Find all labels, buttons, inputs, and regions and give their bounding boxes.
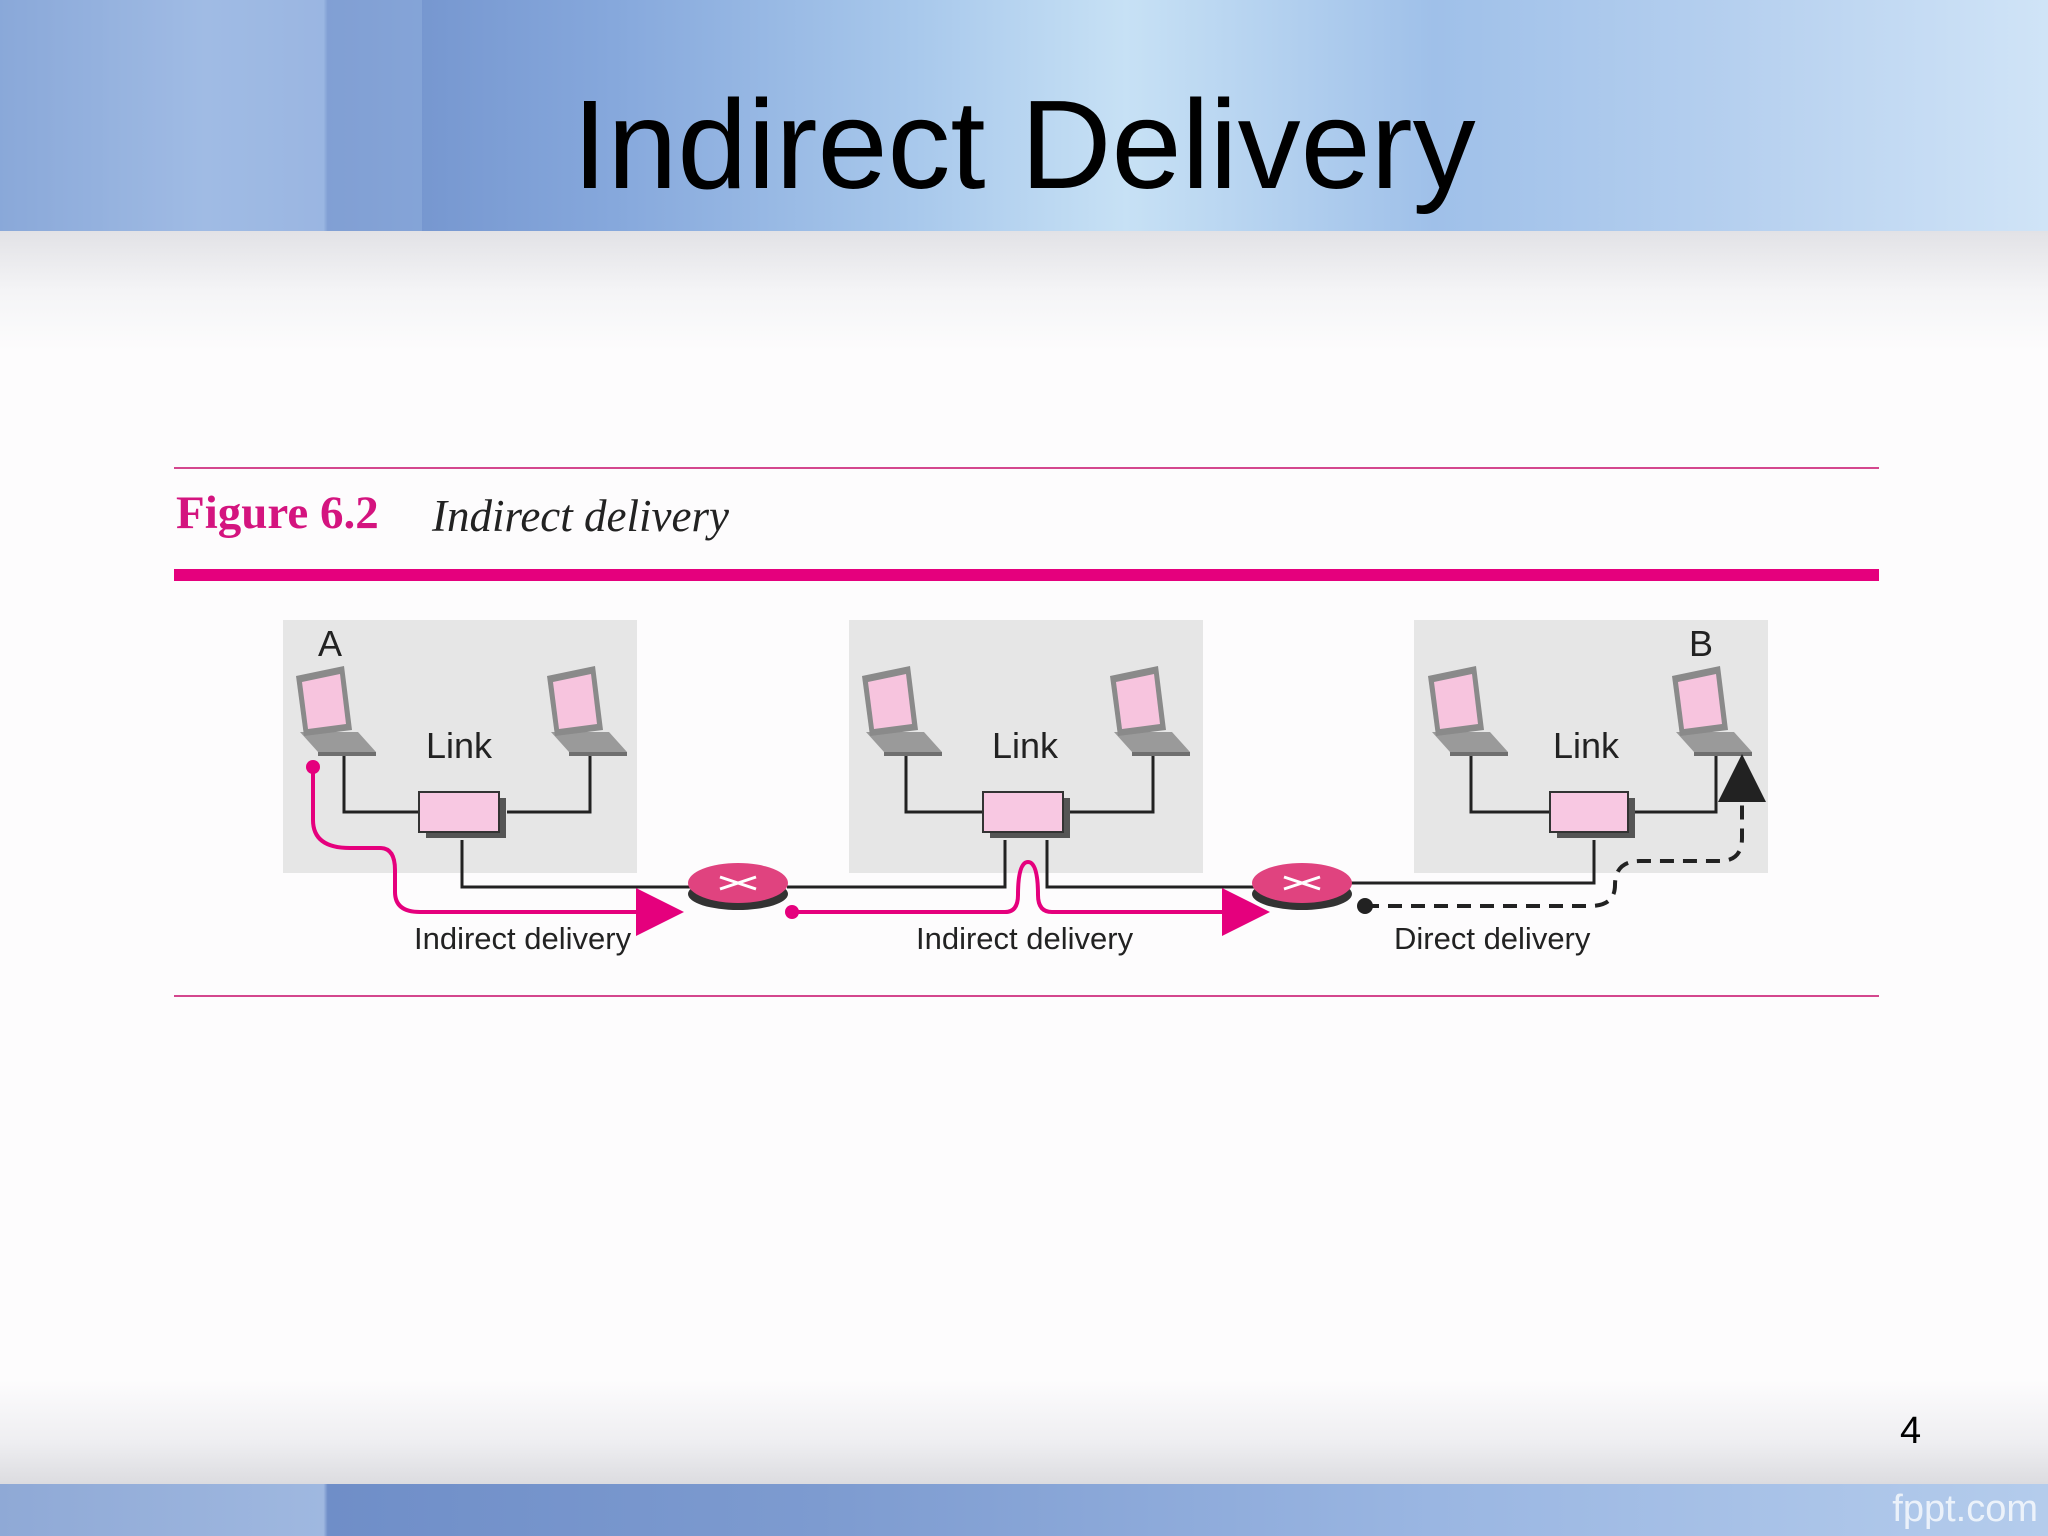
host-a-label: A — [318, 623, 342, 664]
indirect-path-2 — [785, 859, 1270, 936]
slide-title: Indirect Delivery — [572, 74, 1476, 215]
top-banner — [0, 0, 2048, 231]
direct-path — [1357, 754, 1766, 914]
delivery-label-1: Indirect delivery — [414, 921, 632, 956]
network-1-wiring — [342, 753, 690, 889]
watermark: fppt.com — [1892, 1488, 2038, 1530]
figure-bottom-rule — [174, 995, 1879, 997]
figure-caption: Indirect delivery — [432, 491, 729, 541]
figure-top-rule — [174, 467, 1879, 469]
indirect-path-1 — [306, 760, 684, 936]
network-3-wiring — [1330, 753, 1718, 885]
delivery-label-2: Indirect delivery — [916, 921, 1134, 956]
link-box-1 — [418, 791, 506, 838]
page-number: 4 — [1900, 1410, 1922, 1452]
banner-shadow — [0, 231, 2048, 351]
link-label-3: Link — [1553, 725, 1620, 766]
router-1-icon — [688, 863, 788, 910]
figure-number: Figure 6.2 — [176, 487, 379, 539]
router-2-icon — [1252, 863, 1352, 910]
host-b-label: B — [1689, 623, 1713, 664]
link-box-2 — [982, 791, 1070, 838]
network-2-wiring — [787, 753, 1262, 889]
link-box-3 — [1549, 791, 1635, 838]
delivery-label-3: Direct delivery — [1394, 921, 1591, 956]
bottom-banner — [0, 1484, 2048, 1536]
link-label-1: Link — [426, 725, 493, 766]
figure-heavy-rule — [174, 569, 1879, 581]
link-label-2: Link — [992, 725, 1059, 766]
bottom-shadow — [0, 1380, 2048, 1484]
